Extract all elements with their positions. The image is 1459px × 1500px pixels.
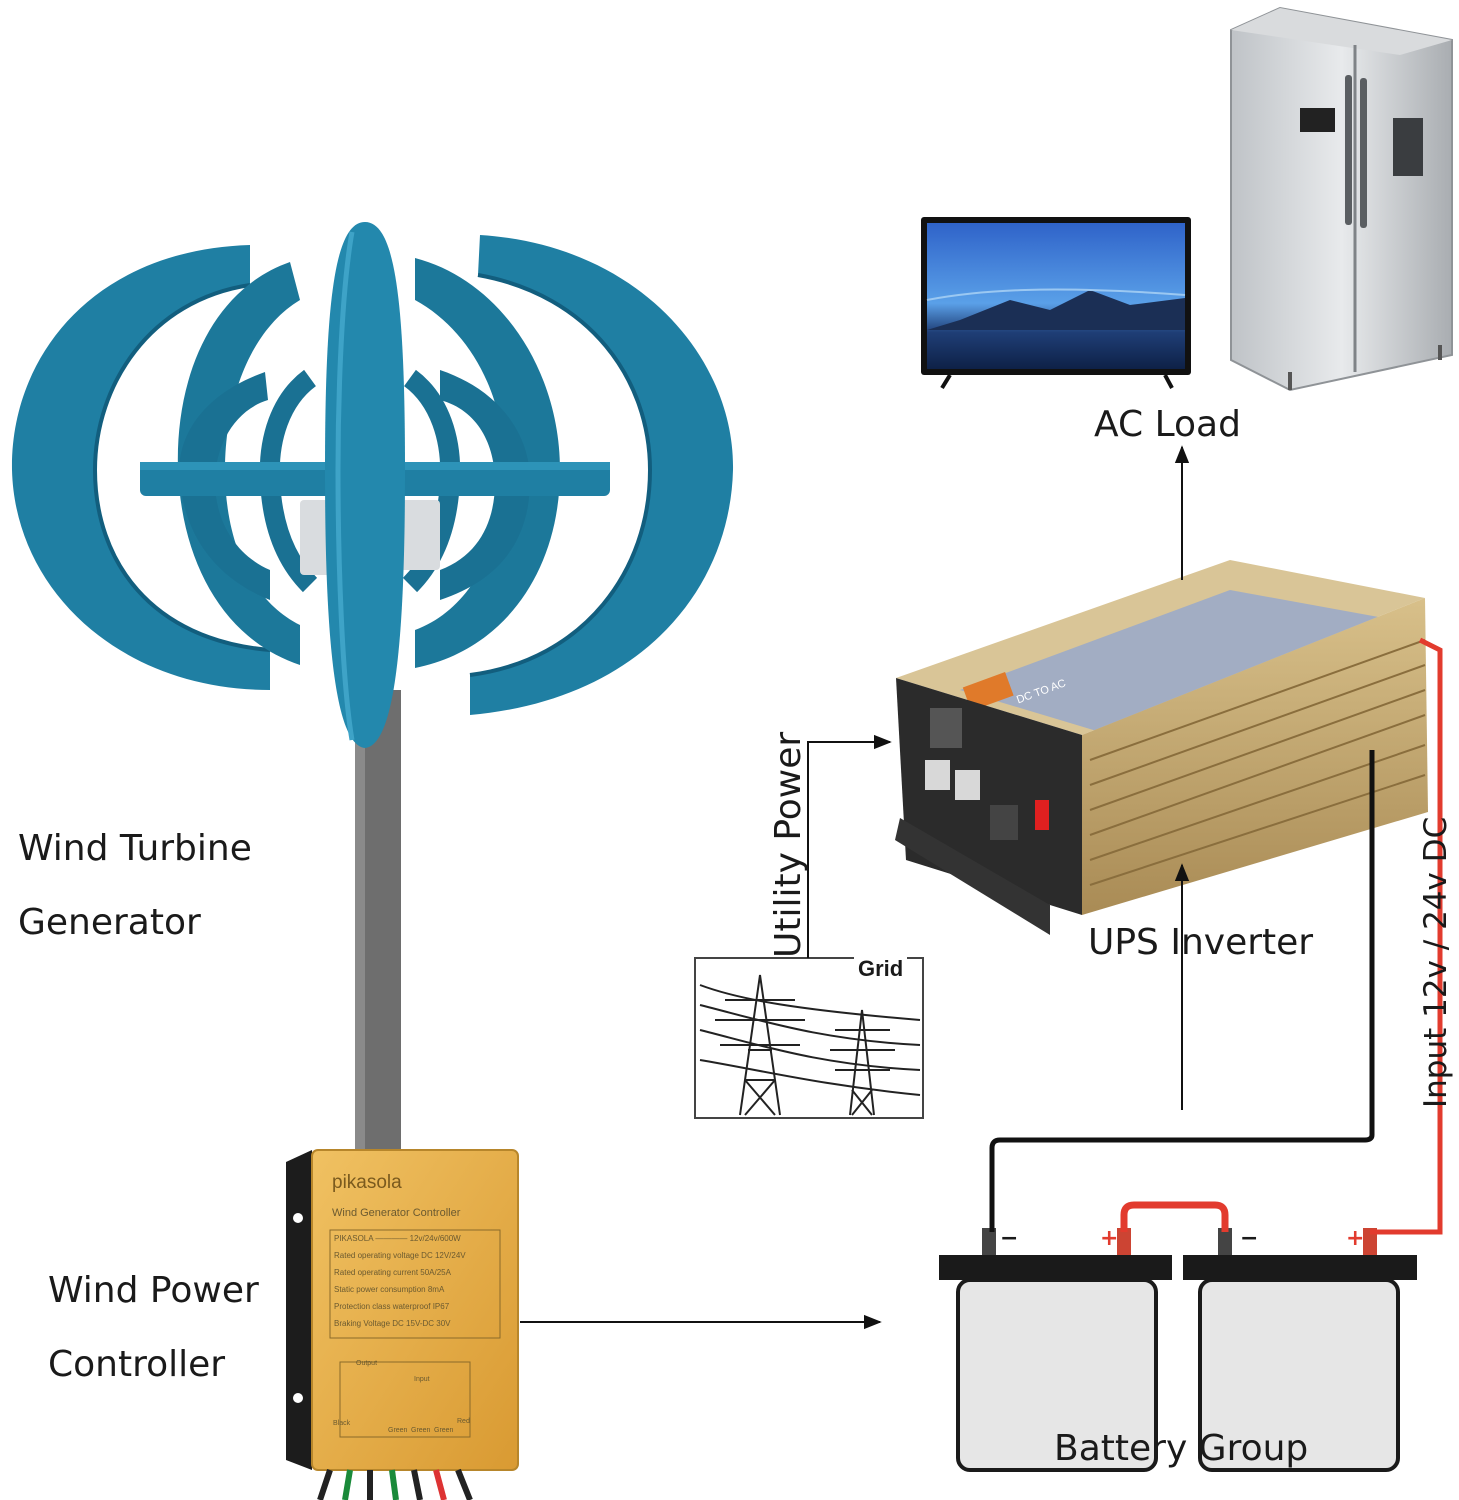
- controller-spec-6: Braking Voltage DC 15V-DC 30V: [334, 1319, 451, 1328]
- arrows: [520, 445, 1190, 1330]
- label-ac-load: AC Load: [1094, 404, 1241, 445]
- controller-spec-1: PIKASOLA ———— 12v/24v/600W: [334, 1234, 461, 1243]
- controller-title: Wind Generator Controller: [332, 1207, 461, 1219]
- wiring: [989, 637, 1443, 1235]
- controller-black-label: Black: [333, 1420, 351, 1427]
- controller-output-label: Output: [356, 1360, 378, 1367]
- battery-right-neg: −: [1240, 1226, 1259, 1251]
- controller-brand: pikasola: [332, 1172, 402, 1193]
- controller-icon: [286, 1149, 519, 1500]
- controller-green-label-1: Green: [388, 1427, 408, 1434]
- power-tower-icon: [694, 957, 924, 1119]
- battery-icon: [939, 1228, 1417, 1472]
- controller-green-label-3: Green: [434, 1427, 454, 1434]
- label-ups-inverter: UPS Inverter: [1088, 922, 1314, 963]
- controller-spec-4: Static power consumption 8mA: [334, 1285, 445, 1294]
- battery-left-pos: +: [1100, 1226, 1119, 1251]
- controller-spec-3: Rated operating current 50A/25A: [334, 1268, 451, 1277]
- controller-green-label-2: Green: [411, 1427, 431, 1434]
- label-input-dc: Input 12v / 24v DC: [1418, 816, 1454, 1108]
- label-battery-group: Battery Group: [1054, 1428, 1309, 1469]
- wind-turbine-icon: [11, 222, 734, 1160]
- controller-spec-2: Rated operating voltage DC 12V/24V: [334, 1251, 466, 1260]
- controller-input-label: Input: [414, 1376, 430, 1383]
- controller-spec-5: Protection class waterproof IP67: [334, 1302, 450, 1311]
- label-wind-turbine-line2: Generator: [18, 902, 201, 943]
- battery-right-pos: +: [1346, 1226, 1365, 1251]
- label-wind-controller-line2: Controller: [48, 1344, 226, 1385]
- controller-red-label: Red: [457, 1418, 470, 1425]
- label-utility-power: Utility Power: [768, 731, 809, 958]
- label-grid: Grid: [854, 956, 908, 982]
- label-wind-controller-line1: Wind Power: [48, 1270, 259, 1311]
- inverter-icon: [895, 560, 1428, 935]
- fridge-icon: [1230, 6, 1453, 392]
- label-wind-turbine-line1: Wind Turbine: [18, 828, 252, 869]
- tv-icon: [921, 217, 1191, 390]
- battery-left-neg: −: [1000, 1226, 1019, 1251]
